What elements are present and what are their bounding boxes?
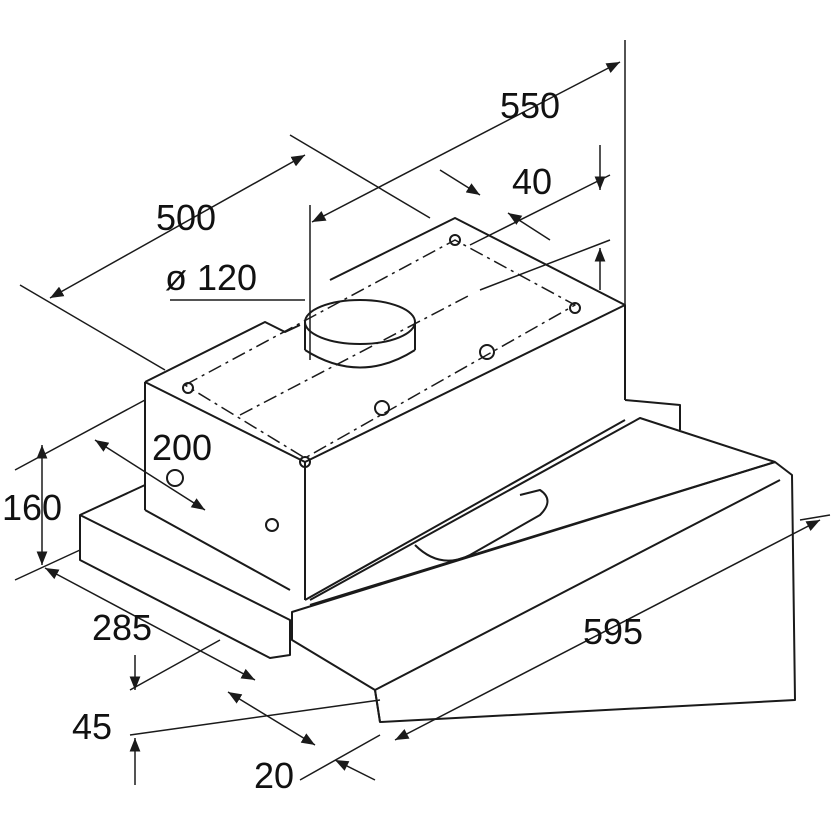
drawer-front-inner — [309, 461, 781, 723]
dim-550-label: 550 — [500, 85, 561, 126]
dim-550-line — [311, 61, 621, 223]
drawer-top — [309, 417, 776, 601]
dim-500-label: 500 — [156, 197, 217, 238]
dim-20-line — [227, 691, 316, 746]
dim-200-line — [94, 439, 206, 511]
dim-595-line — [394, 519, 821, 741]
dim-200-label: 200 — [152, 427, 213, 468]
dim-160-label: 160 — [2, 487, 63, 528]
drawer-front — [291, 461, 796, 723]
body-front-face — [304, 399, 681, 601]
dim-40-label: 40 — [512, 161, 553, 202]
dim-duct-diameter-label: ø 120 — [165, 257, 258, 298]
dim-45-label: 45 — [72, 706, 113, 747]
dim-595-label: 595 — [583, 611, 644, 652]
dim-285-line — [44, 567, 256, 681]
body-left-face — [144, 382, 306, 600]
dim-285-label: 285 — [92, 607, 153, 648]
dim-500-line — [49, 154, 306, 299]
dim-20-label: 20 — [254, 755, 295, 796]
duct-outlet — [304, 299, 416, 369]
